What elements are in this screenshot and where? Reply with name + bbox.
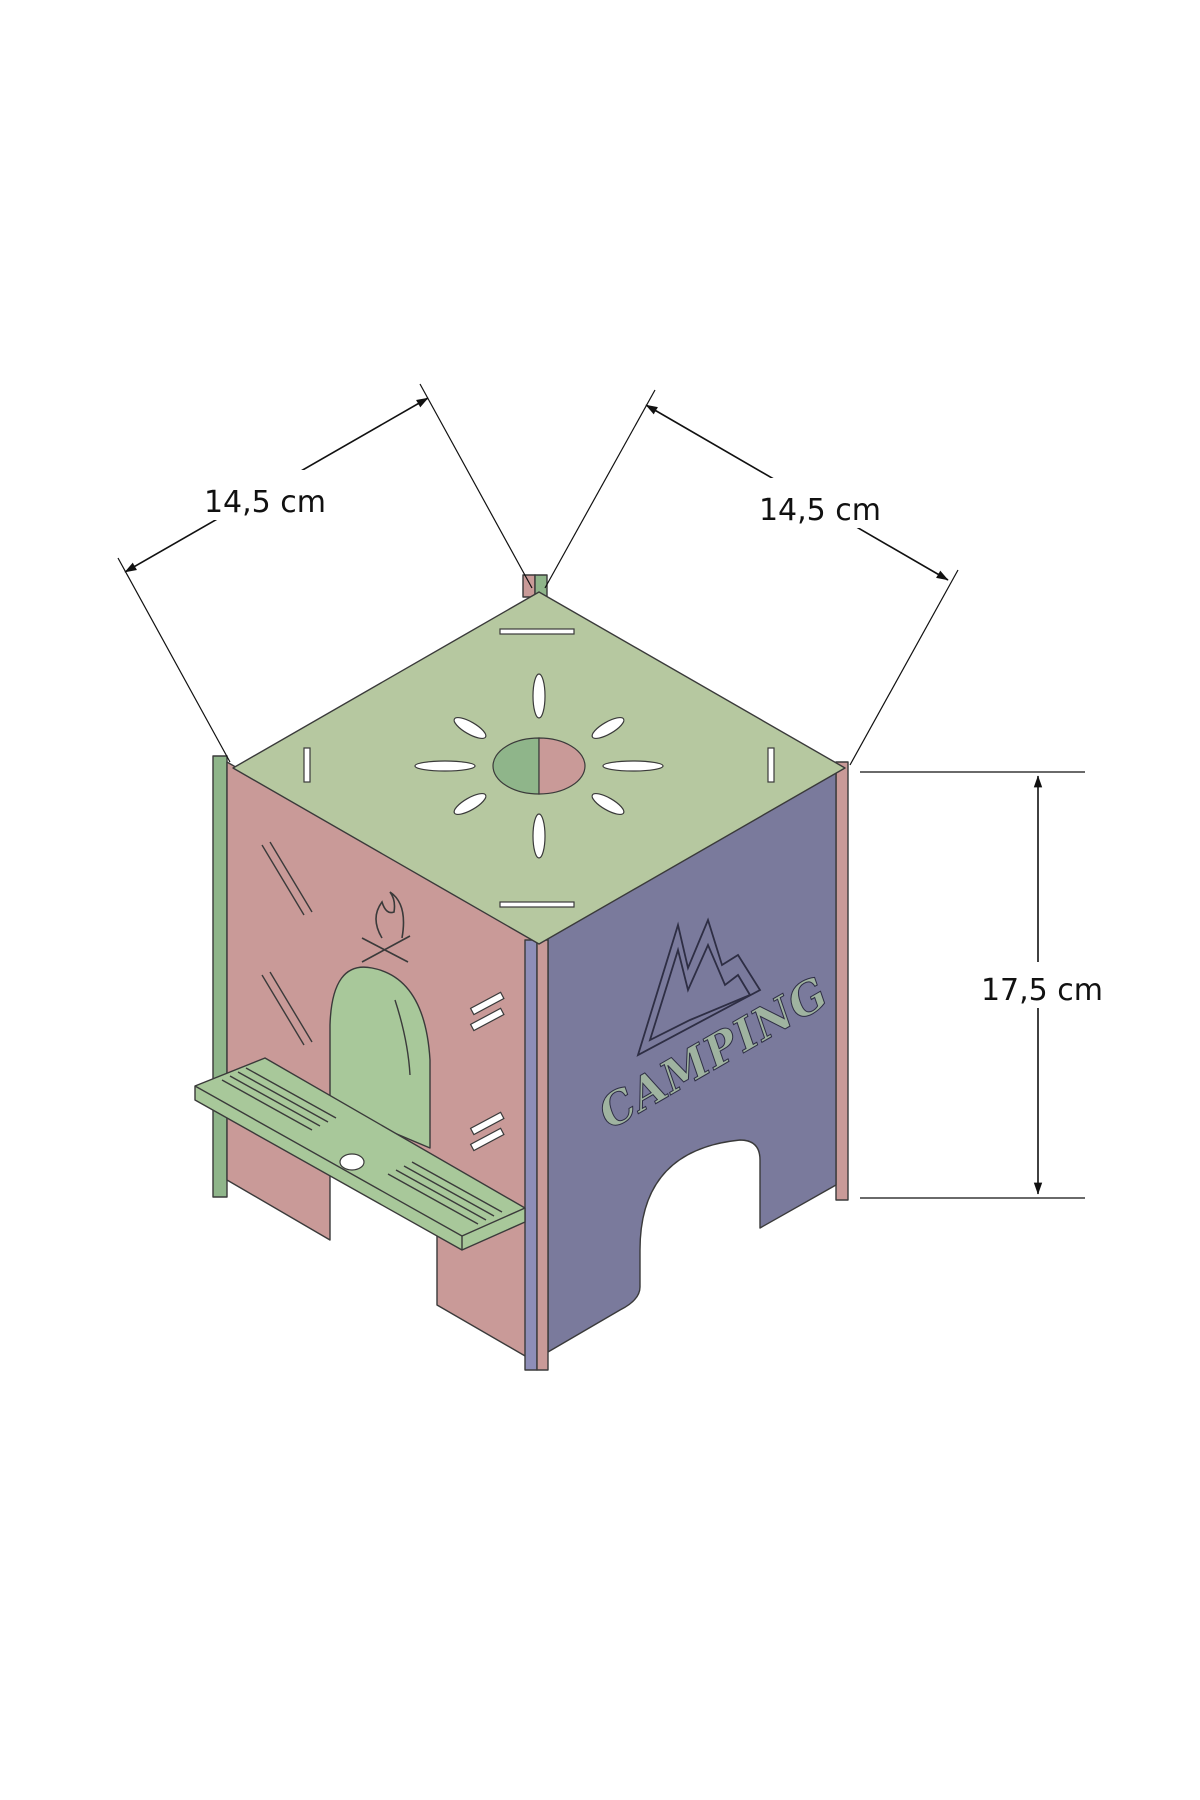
right-width-dimension: 14,5 cm bbox=[544, 389, 959, 766]
right-width-label: 14,5 cm bbox=[759, 493, 881, 528]
height-label: 17,5 cm bbox=[981, 973, 1103, 1008]
mountains-icon bbox=[636, 917, 762, 1057]
campfire-icon bbox=[361, 891, 411, 963]
height-dimension: 17,5 cm bbox=[860, 771, 1105, 1199]
left-width-label: 14,5 cm bbox=[204, 485, 326, 520]
left-width-dimension: 14,5 cm bbox=[117, 383, 533, 763]
door-opening bbox=[329, 966, 431, 1149]
front-right-panel bbox=[547, 769, 837, 1353]
front-corner-strips bbox=[524, 939, 549, 1371]
shelf bbox=[194, 1057, 526, 1251]
sun-cutout-icon bbox=[414, 673, 664, 859]
